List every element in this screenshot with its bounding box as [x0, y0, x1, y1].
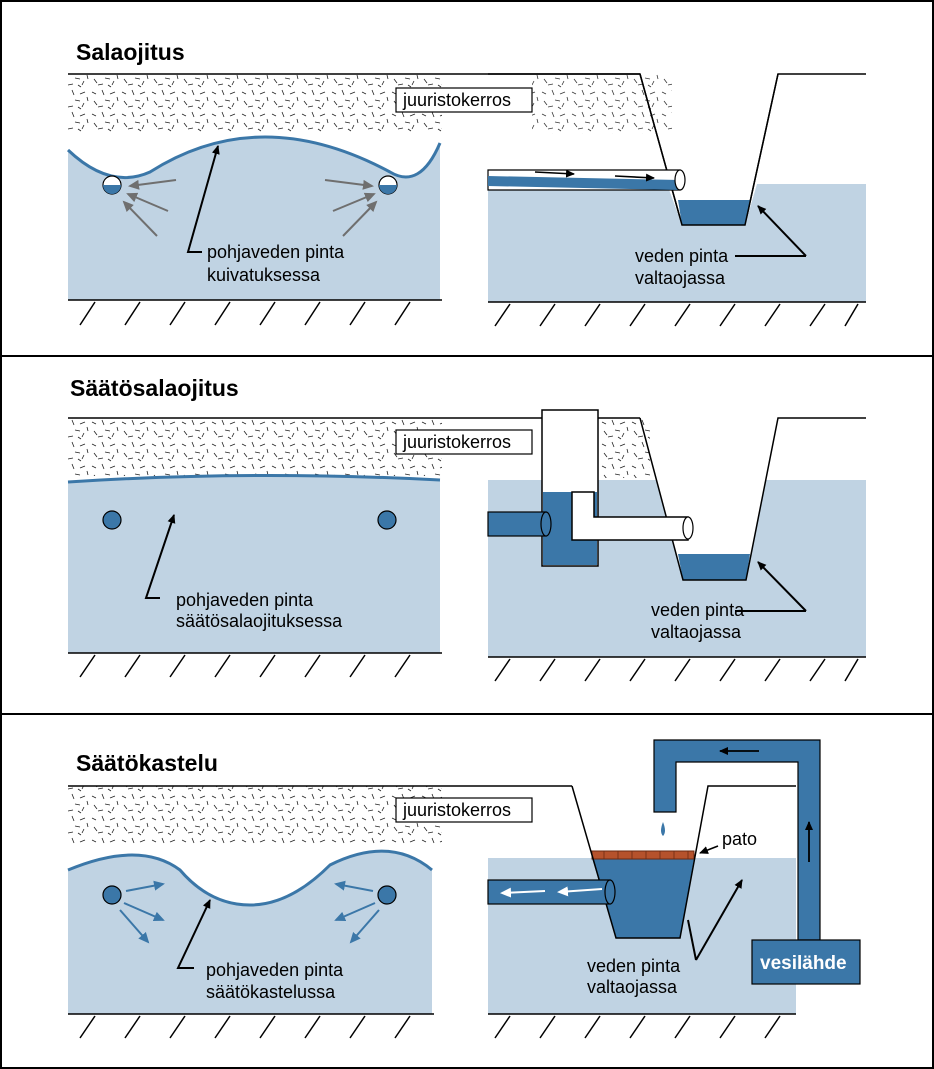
irrigation-pipe-right [377, 885, 397, 905]
root-layer-label: juuristokerros [402, 800, 511, 820]
flow-arrows-gray [122, 179, 378, 237]
bedrock-hatch [79, 301, 411, 326]
ditch-level-pointer-b [687, 919, 697, 961]
inlet-pipe [487, 511, 547, 537]
root-layer-soil [68, 418, 442, 476]
collector-pipe-water [488, 176, 680, 190]
water-source-label: vesilähde [760, 953, 847, 974]
ditch-label-line1: veden pinta [635, 246, 729, 266]
bedrock-hatch [79, 654, 411, 678]
outlet-pipe-end [682, 516, 694, 540]
groundwater-surface-curve [67, 849, 433, 907]
ditch-label-line2: valtaojassa [651, 622, 742, 642]
drain-pipe-left [102, 510, 122, 530]
drain-pipe-right [377, 510, 397, 530]
bedrock-hatch-right [494, 658, 859, 682]
bedrock-hatch [79, 1015, 411, 1039]
root-layer-soil-right [532, 74, 672, 134]
ditch-walls [639, 73, 779, 226]
root-layer-label: juuristokerros [402, 90, 511, 110]
groundwater-zone-right [488, 184, 866, 302]
ditch-level-pointer-a [757, 205, 807, 257]
groundwater-zone [68, 137, 440, 300]
panel-salaojitus: Salaojitus pohjaveden pinta kuivat [66, 39, 866, 327]
panel-title: Salaojitus [76, 39, 185, 65]
flow-arrows-blue [119, 880, 380, 944]
groundwater-label-line2: säätökastelussa [206, 982, 336, 1002]
ditch-label-line1: veden pinta [651, 600, 745, 620]
dam-label: pato [722, 829, 757, 849]
groundwater-label-line2: kuivatuksessa [207, 265, 321, 285]
root-layer-soil-right [600, 418, 650, 478]
dam-pointer [699, 845, 719, 854]
irrigation-feed-pipe-end [604, 879, 616, 905]
root-layer-soil [68, 74, 442, 132]
pipe-flow-arrows-white [500, 886, 603, 898]
panel-saatokastelu: Säätökastelu pohjaveden pinta säätökaste… [67, 739, 861, 1039]
ditch-level-pointer-a [695, 879, 743, 961]
groundwater-label-line2: säätösalaojituksessa [176, 611, 343, 631]
groundwater-pointer [176, 899, 211, 969]
ditch-level-pointer-a [757, 561, 807, 612]
bedrock-hatch-right [494, 1015, 781, 1039]
root-layer-label-box [395, 429, 533, 455]
collector-pipe-end [674, 169, 686, 191]
inlet-pipe-end [540, 511, 552, 537]
groundwater-zone [68, 475, 440, 653]
root-layer-soil [68, 786, 442, 844]
groundwater-zone [68, 851, 432, 1014]
ditch-water [678, 554, 750, 580]
groundwater-surface-curve [67, 473, 441, 484]
panel-title: Säätösalaojitus [70, 375, 239, 401]
panel-saatosalaojitus: Säätösalaojitus pohjaveden pinta säätösa… [67, 375, 866, 682]
ditch-water [592, 858, 694, 938]
groundwater-label-line1: pohjaveden pinta [206, 960, 344, 980]
root-layer-label-box [395, 87, 533, 113]
ditch-label-line2: valtaojassa [635, 268, 726, 288]
root-layer-label-box [395, 797, 533, 823]
water-source-box [751, 939, 861, 985]
groundwater-pointer [186, 145, 220, 253]
groundwater-pointer [144, 514, 176, 599]
panel-title: Säätökastelu [76, 750, 218, 776]
irrigation-pipe-left [102, 885, 122, 905]
groundwater-label-line1: pohjaveden pinta [207, 242, 345, 262]
groundwater-surface-curve [66, 135, 442, 180]
pipe-flow-arrows [534, 169, 655, 182]
ditch-label-line2: valtaojassa [587, 977, 678, 997]
water-drop [661, 822, 665, 836]
root-layer-label: juuristokerros [402, 432, 511, 452]
dam-bricks [603, 851, 689, 859]
groundwater-label-line1: pohjaveden pinta [176, 590, 314, 610]
ditch-label-line1: veden pinta [587, 956, 681, 976]
bedrock-hatch-right [494, 303, 859, 327]
supply-pipe [653, 739, 821, 941]
drain-pipe-left [102, 175, 122, 195]
drain-pipe-right [378, 175, 398, 195]
ditch-water [678, 200, 750, 225]
dam [591, 850, 695, 860]
